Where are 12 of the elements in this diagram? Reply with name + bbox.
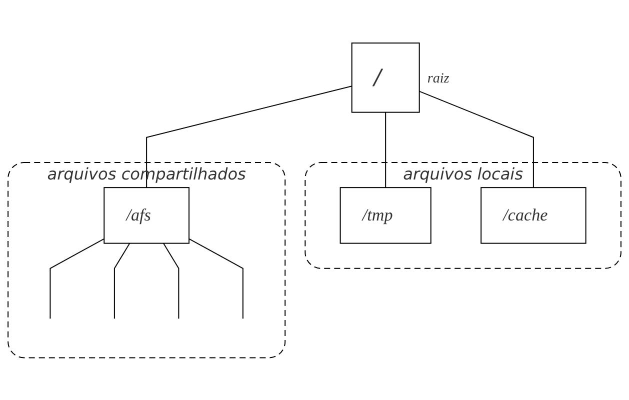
- connector: [50, 238, 104, 318]
- connector: [146, 85, 352, 188]
- connector: [419, 90, 534, 188]
- node-box: /cache: [480, 186, 586, 244]
- connector: [163, 242, 180, 318]
- connector: [114, 242, 130, 318]
- node-box: /: [351, 42, 420, 112]
- connector: [385, 112, 386, 188]
- node-box: /afs: [104, 186, 190, 244]
- node-caption: raiz: [427, 70, 450, 86]
- node-box: /tmp: [340, 186, 432, 244]
- connector: [188, 238, 244, 318]
